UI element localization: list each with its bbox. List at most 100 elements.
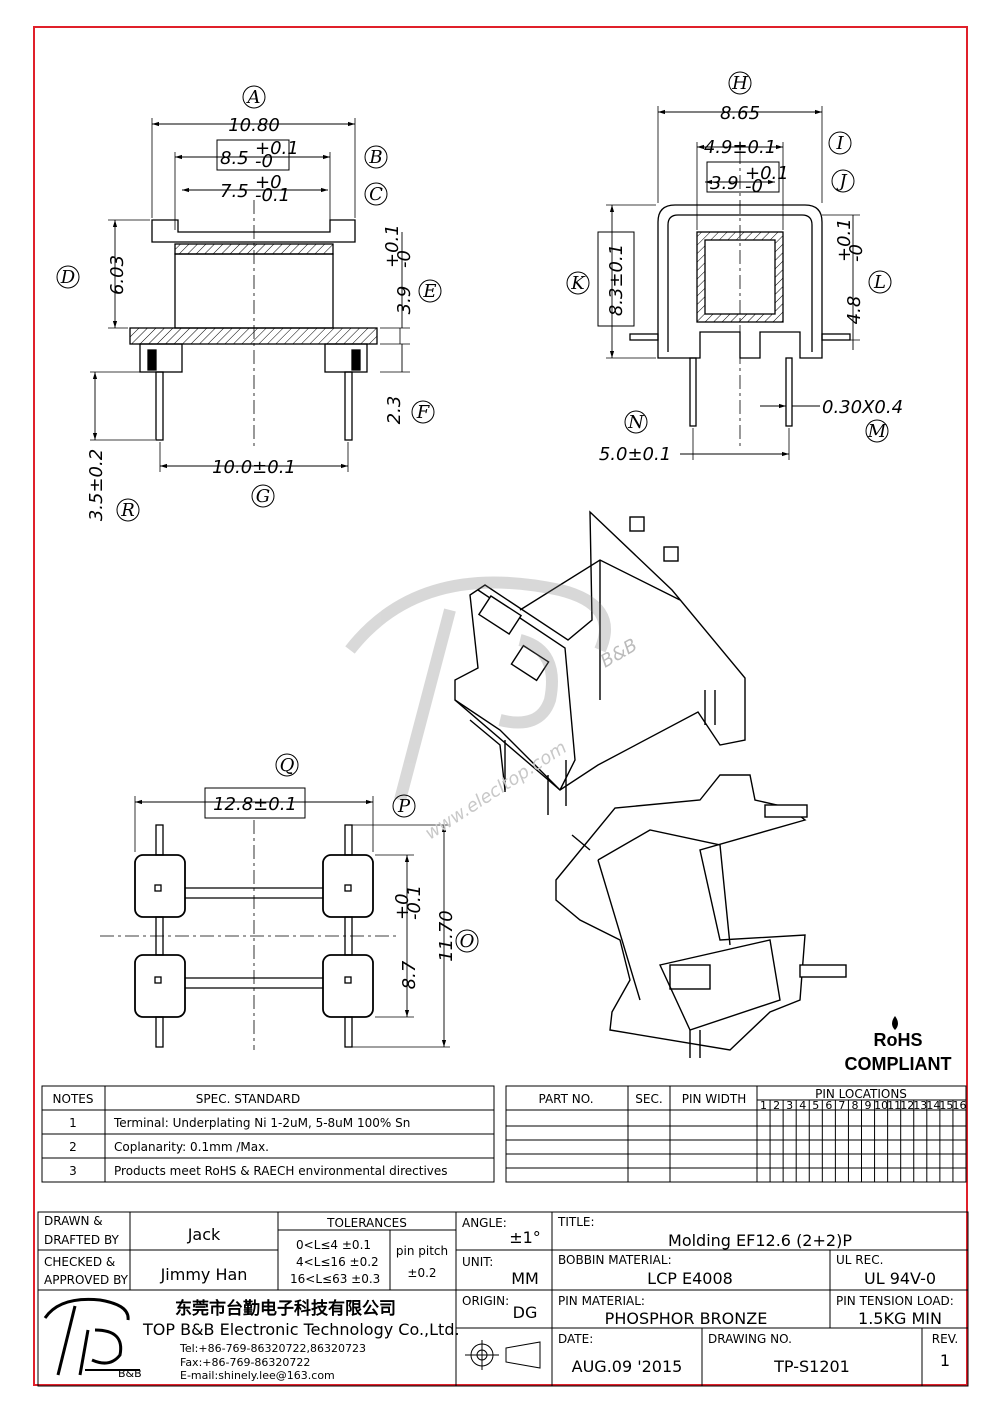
- label-circle: [566, 271, 590, 295]
- approved-by: Jimmy Han: [160, 1265, 248, 1284]
- dim-side-pin-span: 5.0±0.1: [599, 444, 671, 465]
- ul-label: UL REC.: [836, 1253, 883, 1267]
- pin-location-number: 13: [913, 1099, 927, 1112]
- bobbin-value: LCP E4008: [647, 1269, 733, 1288]
- pin-location-number: 6: [825, 1099, 832, 1112]
- bottom-view: [100, 787, 450, 1050]
- dim-standoff: 2.3: [384, 396, 405, 425]
- dimension-label: P: [397, 796, 411, 817]
- company-fax: Fax:+86-769-86320722: [180, 1356, 310, 1369]
- company-name-en: TOP B&B Electronic Technology Co.,Ltd.: [142, 1320, 460, 1339]
- ul-value: UL 94V-0: [864, 1269, 936, 1288]
- pin-location-number: 5: [812, 1099, 819, 1112]
- isometric-view-bottom: [555, 774, 847, 1058]
- note-text: Terminal: Underplating Ni 1-2uM, 5-8uM 1…: [113, 1116, 410, 1130]
- isometric-view-top: [454, 510, 746, 815]
- drawing-no-value: TP-S1201: [773, 1357, 850, 1376]
- bobbin-label: BOBBIN MATERIAL:: [558, 1253, 672, 1267]
- side-view: [597, 106, 860, 460]
- dimension-label: J: [835, 171, 848, 192]
- label-circle: [418, 279, 442, 303]
- pin-location-number: 14: [926, 1099, 940, 1112]
- angle-label: ANGLE:: [462, 1216, 507, 1230]
- company-name-cn: 东莞市台勤电子科技有限公司: [175, 1298, 396, 1319]
- unit-value: MM: [511, 1269, 539, 1288]
- rohs-logo: RoHS: [874, 1030, 923, 1050]
- drawing-text: -0.1: [255, 185, 290, 206]
- label-circle: [624, 410, 648, 434]
- pin-pitch-label: pin pitch: [396, 1244, 448, 1258]
- label-circle: [865, 419, 889, 443]
- pin-material-label: PIN MATERIAL:: [558, 1294, 645, 1308]
- label-circle: [56, 265, 80, 289]
- tension-label: PIN TENSION LOAD:: [836, 1294, 954, 1308]
- rev-label: REV.: [932, 1332, 958, 1346]
- dim-depth-overall: 8.65: [720, 103, 760, 124]
- label-circle: [411, 400, 435, 424]
- pin-location-number: 12: [900, 1099, 914, 1112]
- dim-pin-section: 0.30X0.4: [822, 397, 903, 418]
- rev-value: 1: [940, 1351, 950, 1370]
- company-email: E-mail:shinely.lee@163.com: [180, 1369, 335, 1382]
- dim-height: 6.03: [107, 255, 128, 295]
- pin-location-number: 1: [760, 1099, 767, 1112]
- spec-header: SPEC. STANDARD: [196, 1092, 300, 1106]
- label-circle: [364, 145, 388, 169]
- drawing-text: -0: [745, 176, 763, 197]
- drafted-label: DRAFTED BY: [44, 1233, 120, 1247]
- origin-value: DG: [513, 1303, 538, 1322]
- dim-side-height: 8.3±0.1: [606, 244, 627, 316]
- dimension-label: I: [835, 133, 844, 154]
- pin-material-value: PHOSPHOR BRONZE: [605, 1309, 768, 1328]
- drawing-frame: [33, 26, 968, 1386]
- label-circle: [364, 182, 388, 206]
- drawing-text: +0: [255, 172, 282, 193]
- dimension-label: N: [627, 412, 645, 433]
- dim-width-overall: 10.80: [228, 115, 280, 136]
- dimension-label: F: [416, 402, 431, 423]
- logo-text: B&B: [118, 1367, 142, 1380]
- pin-location-number: 16: [952, 1099, 966, 1112]
- drawing-text: -0: [255, 151, 273, 172]
- projection-symbol-icon: [465, 1340, 541, 1370]
- pin-pitch-value: ±0.2: [407, 1266, 436, 1280]
- drawn-by: Jack: [187, 1225, 221, 1244]
- dimension-label: R: [120, 500, 135, 521]
- part-no-header: PART NO.: [538, 1092, 593, 1106]
- note-text: Products meet RoHS & RAECH environmental…: [114, 1164, 448, 1178]
- dim-pad-span: 8.7: [399, 960, 420, 989]
- date-value: AUG.09 '2015: [572, 1357, 683, 1376]
- drawing-text: +0.1: [255, 138, 299, 159]
- note-number: 1: [69, 1116, 77, 1130]
- note-number: 3: [69, 1164, 77, 1178]
- pin-location-number: 9: [865, 1099, 872, 1112]
- rohs-mark-icon: [892, 1016, 898, 1030]
- label-circle: [828, 131, 852, 155]
- drawing-text: -0: [394, 250, 415, 268]
- watermark: [345, 576, 611, 802]
- approved-label: APPROVED BY: [44, 1273, 129, 1287]
- dim-pin-length: 3.5±0.2: [86, 449, 107, 521]
- pin-location-number: 7: [838, 1099, 845, 1112]
- sec-header: SEC.: [635, 1092, 662, 1106]
- dim-body-width: 7.5: [220, 181, 249, 202]
- tolerance-row: 0<L≤4 ±0.1: [296, 1238, 371, 1252]
- dimension-label: K: [570, 273, 586, 294]
- dim-pin-span: 10.0±0.1: [212, 457, 296, 478]
- dimension-label: Q: [280, 755, 295, 776]
- pin-location-number: 11: [887, 1099, 901, 1112]
- dim-bottom-width: 12.8±0.1: [213, 794, 297, 815]
- dimension-label: M: [867, 421, 887, 442]
- notes-table: [41, 1085, 495, 1183]
- drawing-no-label: DRAWING NO.: [708, 1332, 792, 1346]
- drawn-label: DRAWN &: [44, 1214, 103, 1228]
- drawing-text: +0: [392, 893, 413, 920]
- unit-label: UNIT:: [462, 1255, 493, 1269]
- front-view: [90, 118, 410, 472]
- dimension-label: C: [369, 184, 383, 205]
- label-circle: [831, 169, 855, 193]
- pin-location-number: 4: [799, 1099, 806, 1112]
- label-circle: [392, 794, 416, 818]
- drawing-text: +0.1: [382, 224, 403, 268]
